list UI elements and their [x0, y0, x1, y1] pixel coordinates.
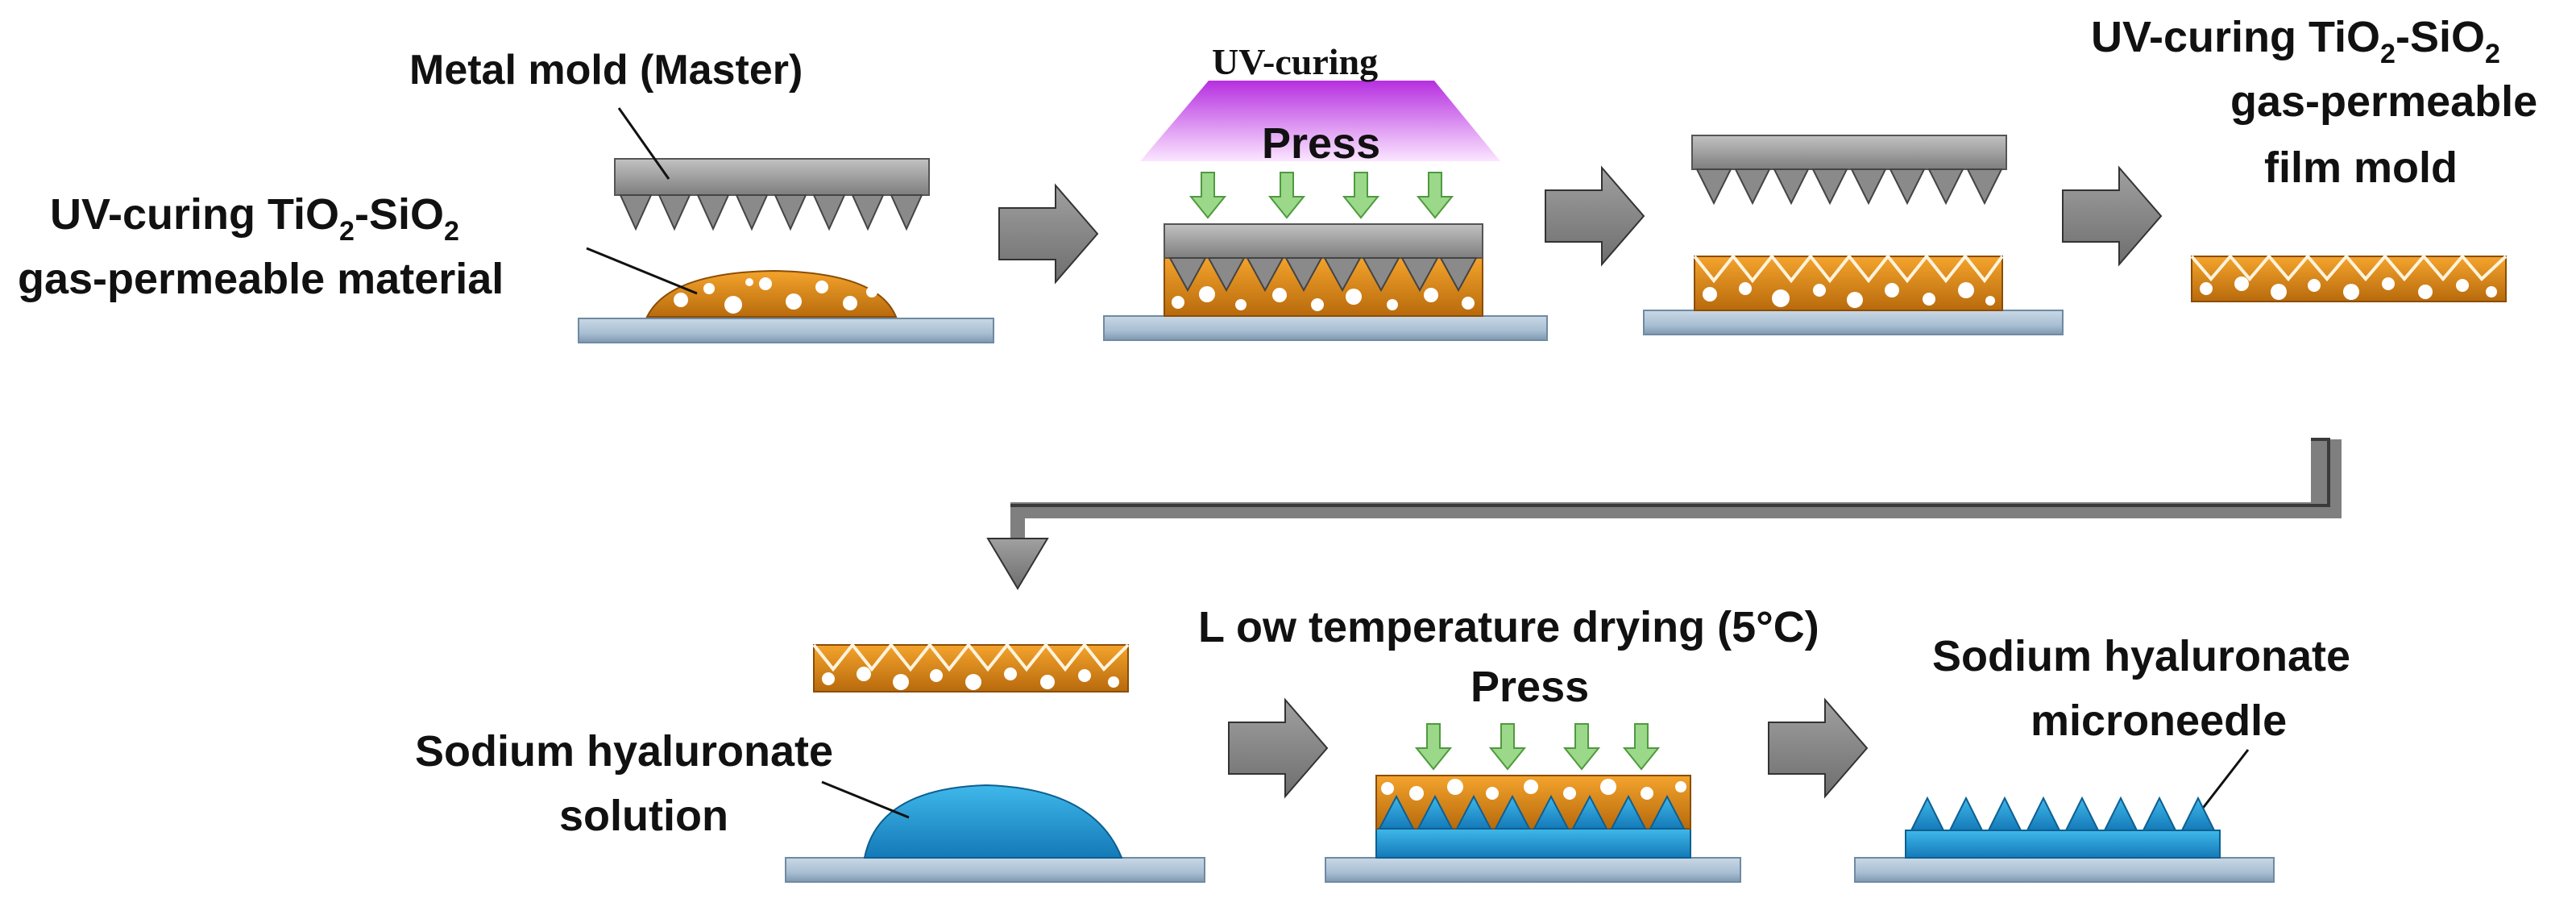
mold-teeth-1	[619, 194, 923, 231]
uv-material-leader	[586, 247, 698, 295]
film-pores-5	[822, 667, 1119, 690]
mold-teeth-2	[1168, 257, 1478, 293]
process-arrow-3	[2062, 165, 2163, 267]
substrate-6	[1325, 857, 1741, 883]
film-mold-label-line3: film mold	[2264, 143, 2458, 192]
sh-solution-label-line1: Sodium hyaluronate	[415, 727, 833, 776]
sh-microneedle-leader	[2196, 749, 2250, 815]
step-4: UV-curing TiO2-SiO2 gas-permeable film m…	[2091, 13, 2537, 302]
cavity-profile-3	[1693, 253, 2004, 284]
process-arrow-5	[1768, 697, 1869, 799]
layer-pores-2	[1172, 286, 1475, 311]
film-mold-label-line2: gas-permeable	[2230, 77, 2537, 126]
layer-pores-3	[1703, 282, 1995, 308]
step-5: Sodium hyaluronate solution	[415, 642, 1205, 883]
blue-base-6	[1375, 828, 1691, 859]
uv-light-beam	[1140, 81, 1500, 161]
microneedles	[1910, 796, 2216, 831]
cavity-profile-4	[2190, 253, 2508, 282]
sh-solution-label-line2: solution	[559, 792, 728, 840]
metal-mold-1	[614, 158, 930, 196]
metal-mold-leader	[617, 107, 670, 180]
film-pores-4	[2200, 277, 2497, 300]
needle-fill-6	[1378, 794, 1686, 830]
mold-teeth-3	[1695, 168, 2003, 206]
connector-arrow	[986, 438, 2342, 590]
step-6: L ow temperature drying (5°C) Press	[1198, 603, 1819, 883]
substrate-7	[1854, 857, 2275, 883]
step-7: Sodium hyaluronate microneedle	[1854, 632, 2350, 883]
sh-microneedle-label-line2: microneedle	[2031, 697, 2287, 745]
substrate-1	[578, 318, 994, 343]
press-arrows-1	[1188, 172, 1454, 219]
uv-curing-label: UV-curing	[1212, 41, 1378, 82]
uv-material-label-line1: UV-curing TiO2-SiO2	[50, 190, 459, 247]
metal-mold-3	[1691, 135, 2007, 170]
film-pores-6	[1381, 779, 1686, 801]
step-1: Metal mold (Master) UV-curing TiO2-SiO2 …	[18, 47, 994, 343]
microneedle-base	[1905, 830, 2221, 859]
low-temp-drying-label: L ow temperature drying (5°C)	[1198, 603, 1819, 651]
sh-solution-leader	[821, 780, 910, 819]
substrate-2	[1103, 315, 1548, 341]
process-arrow-4	[1228, 697, 1329, 799]
cavity-profile-5	[812, 642, 1130, 672]
process-arrow-1	[998, 183, 1099, 285]
metal-mold-2	[1164, 223, 1483, 259]
substrate-3	[1643, 310, 2064, 335]
uv-material-droplet	[645, 269, 898, 318]
substrate-5	[785, 857, 1205, 883]
droplet-pores	[674, 277, 877, 314]
sh-microneedle-label-line1: Sodium hyaluronate	[1932, 632, 2350, 680]
sh-solution-droplet	[863, 784, 1123, 859]
uv-material-label-line2: gas-permeable material	[18, 255, 504, 303]
press-label-1: Press	[1262, 119, 1380, 168]
press-label-2: Press	[1471, 663, 1589, 711]
process-arrow-2	[1545, 165, 1645, 267]
step-2: UV-curing Press	[1103, 41, 1548, 341]
metal-mold-label: Metal mold (Master)	[409, 47, 803, 94]
step-3	[1643, 135, 2064, 335]
film-mold-label-line1: UV-curing TiO2-SiO2	[2091, 13, 2500, 69]
press-arrows-2	[1414, 723, 1661, 771]
